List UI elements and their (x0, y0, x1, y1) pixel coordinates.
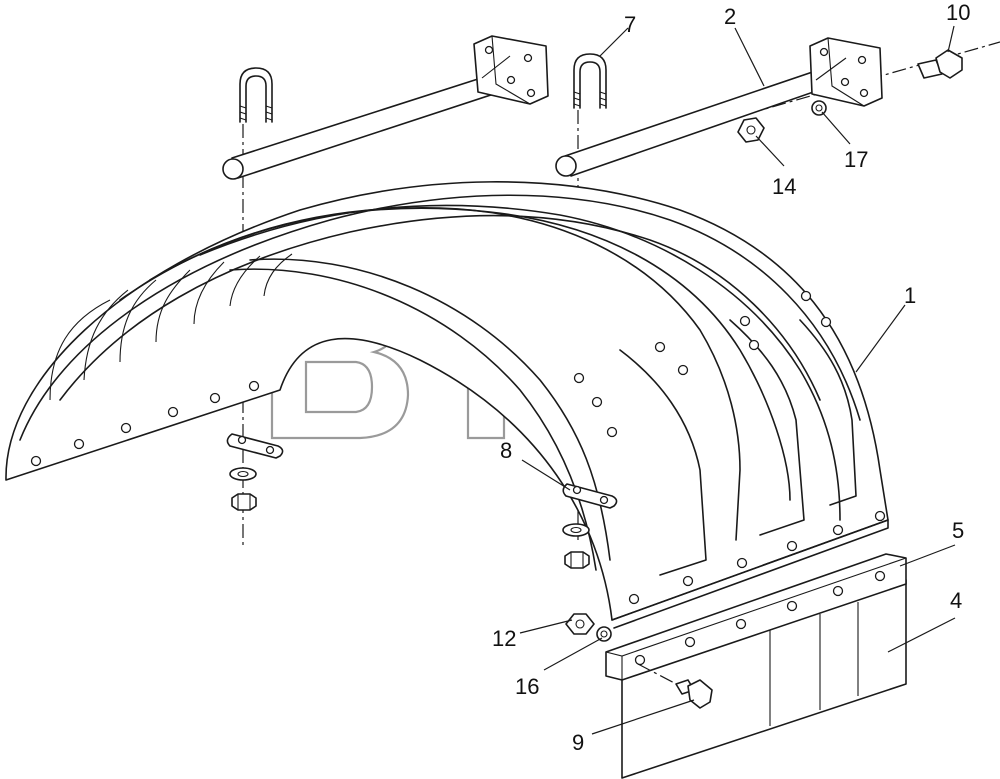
leader-lines (519, 25, 956, 735)
callout-17: 17 (844, 147, 868, 172)
nut-14 (737, 117, 765, 143)
callout-labels: 1 2 4 5 7 8 9 10 12 14 16 17 (492, 0, 970, 755)
washer-16 (596, 626, 612, 642)
callout-9: 9 (572, 730, 584, 755)
clamp-set-left (226, 433, 284, 511)
callout-4: 4 (950, 588, 962, 613)
washer-17 (811, 100, 827, 116)
flap-bracket (605, 553, 907, 681)
callout-5: 5 (952, 518, 964, 543)
u-bolt-right (573, 53, 607, 109)
bolt-10 (917, 49, 963, 79)
callout-2: 2 (724, 4, 736, 29)
callout-8: 8 (500, 438, 512, 463)
support-bar-right (555, 37, 883, 177)
callout-16: 16 (515, 674, 539, 699)
bolt-9 (637, 663, 713, 709)
callout-1: 1 (904, 283, 916, 308)
callout-14: 14 (772, 174, 796, 199)
nut-12 (565, 613, 595, 635)
callout-12: 12 (492, 626, 516, 651)
support-bar-left (222, 35, 549, 180)
callout-7: 7 (624, 12, 636, 37)
clamp-set-right (562, 483, 618, 569)
callout-10: 10 (946, 0, 970, 25)
u-bolt-left (239, 67, 273, 123)
fender (5, 181, 889, 629)
